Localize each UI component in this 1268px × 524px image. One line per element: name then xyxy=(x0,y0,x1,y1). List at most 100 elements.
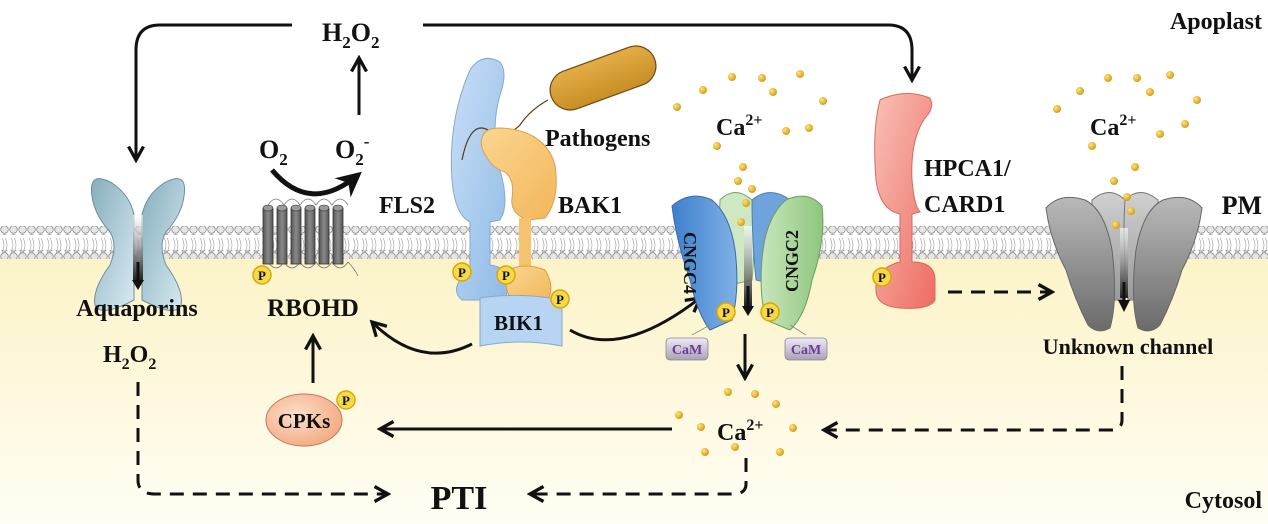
phospho-label: P xyxy=(878,270,886,285)
phospho-label: P xyxy=(258,268,266,283)
cytosol-region xyxy=(0,258,1268,524)
calcium-ion xyxy=(1076,87,1084,95)
calcium-ion xyxy=(1133,74,1141,82)
label-h2o2-apoplast: H2O2 xyxy=(322,18,379,52)
phospho-badge: P xyxy=(496,265,516,285)
label-cngc2: CNGC2 xyxy=(782,230,802,292)
phospho-badge: P xyxy=(872,267,892,287)
phospho-badge: P xyxy=(336,390,356,410)
calcium-ion xyxy=(728,73,736,81)
label-card1: CARD1 xyxy=(924,192,1005,218)
phospho-badge: P xyxy=(252,265,272,285)
labels: Apoplast Cytosol PM H2O2 O2 O2- Pathogen… xyxy=(76,9,1262,517)
label-cytosol: Cytosol xyxy=(1185,488,1263,514)
label-cpks: CPKs xyxy=(278,409,331,433)
calcium-ion xyxy=(748,185,756,193)
cpks-kinases xyxy=(265,393,343,447)
calcium-ion xyxy=(1112,221,1120,229)
calcium-ion xyxy=(772,400,780,408)
calcium-ion xyxy=(739,163,747,171)
calcium-ion xyxy=(1123,193,1131,201)
calcium-ion xyxy=(1156,130,1164,138)
phospho-label: P xyxy=(556,292,564,307)
phospho-badge: P xyxy=(716,302,736,322)
cam-right xyxy=(784,337,828,361)
bak1-coreceptor xyxy=(480,127,557,303)
bik1-kinase xyxy=(479,294,563,347)
calcium-ion xyxy=(737,218,745,226)
arrow-bik1-to-cngc4 xyxy=(569,298,700,342)
calcium-ion xyxy=(1104,74,1112,82)
arrow-h2o2-to-hpca1 xyxy=(423,23,912,80)
calcium-ion xyxy=(805,124,813,132)
calcium-ion xyxy=(1166,71,1174,79)
arrows xyxy=(136,23,1124,494)
phospho-label: P xyxy=(722,305,730,320)
label-bak1: BAK1 xyxy=(558,193,622,219)
calcium-ion xyxy=(789,424,797,432)
cam-left xyxy=(665,337,709,361)
fls2-receptor xyxy=(450,57,511,301)
arrow-o2-to-superoxide xyxy=(270,168,362,198)
calcium-ion xyxy=(1193,96,1201,104)
label-ca-apoplast-left: Ca2+ xyxy=(716,112,762,141)
label-pm: PM xyxy=(1222,191,1262,220)
cngc-channel xyxy=(665,192,828,361)
calcium-ion xyxy=(675,411,683,419)
calcium-ion xyxy=(734,177,742,185)
apoplast-region xyxy=(0,0,1268,228)
calcium-ion xyxy=(751,390,759,398)
label-fls2: FLS2 xyxy=(379,193,435,219)
phospho-badge: P xyxy=(452,262,472,282)
calcium-ion xyxy=(701,448,709,456)
label-cam-left: CaM xyxy=(672,343,702,358)
phospho-label: P xyxy=(766,305,774,320)
label-superoxide: O2- xyxy=(335,132,370,169)
calcium-ion xyxy=(713,142,721,150)
label-ca-cytosol: Ca2+ xyxy=(717,417,763,446)
calcium-ions xyxy=(673,70,1201,456)
phosphorylation-sites: P P P P P P P P xyxy=(252,262,892,410)
plasma-membrane xyxy=(0,226,1268,259)
arrow-bik1-to-rbohd xyxy=(372,322,473,355)
label-aquaporins: Aquaporins xyxy=(76,296,197,322)
calcium-ion xyxy=(1146,88,1154,96)
label-ca-apoplast-right: Ca2+ xyxy=(1090,112,1136,141)
arrow-unknown-channel-to-ca xyxy=(824,366,1124,430)
calcium-ion xyxy=(742,199,750,207)
aquaporin-channel xyxy=(90,178,186,311)
calcium-ion xyxy=(697,423,705,431)
calcium-ion xyxy=(1110,177,1118,185)
hpca1-card1-receptor xyxy=(874,93,936,309)
arrow-h2o2-to-pti xyxy=(136,382,388,494)
label-h2o2-cytosol: H2O2 xyxy=(103,342,156,373)
phospho-badge: P xyxy=(550,289,570,309)
calcium-ion xyxy=(782,127,790,135)
calcium-ion xyxy=(769,88,777,96)
calcium-ion xyxy=(776,448,784,456)
arrow-ca-to-pti xyxy=(530,458,748,494)
calcium-ion xyxy=(673,103,681,111)
calcium-ion xyxy=(819,97,827,105)
label-hpca1: HPCA1/ xyxy=(924,156,1011,182)
rbohd-enzyme xyxy=(262,198,359,277)
label-bik1: BIK1 xyxy=(494,311,543,335)
calcium-ion xyxy=(724,388,732,396)
calcium-ion xyxy=(1181,120,1189,128)
unknown-channel xyxy=(1045,192,1203,332)
label-cam-right: CaM xyxy=(791,343,821,358)
calcium-ion xyxy=(1131,163,1139,171)
label-pathogens: Pathogens xyxy=(545,126,650,152)
calcium-ion xyxy=(796,70,804,78)
arrow-h2o2-to-aquaporins xyxy=(136,23,292,160)
calcium-ion xyxy=(1053,105,1061,113)
calcium-ion xyxy=(1088,142,1096,150)
phospho-label: P xyxy=(458,265,466,280)
label-o2: O2 xyxy=(259,135,288,169)
calcium-ion xyxy=(731,443,739,451)
label-apoplast: Apoplast xyxy=(1170,9,1262,35)
label-pti: PTI xyxy=(431,480,488,517)
phospho-label: P xyxy=(502,268,510,283)
calcium-ion xyxy=(1127,207,1135,215)
